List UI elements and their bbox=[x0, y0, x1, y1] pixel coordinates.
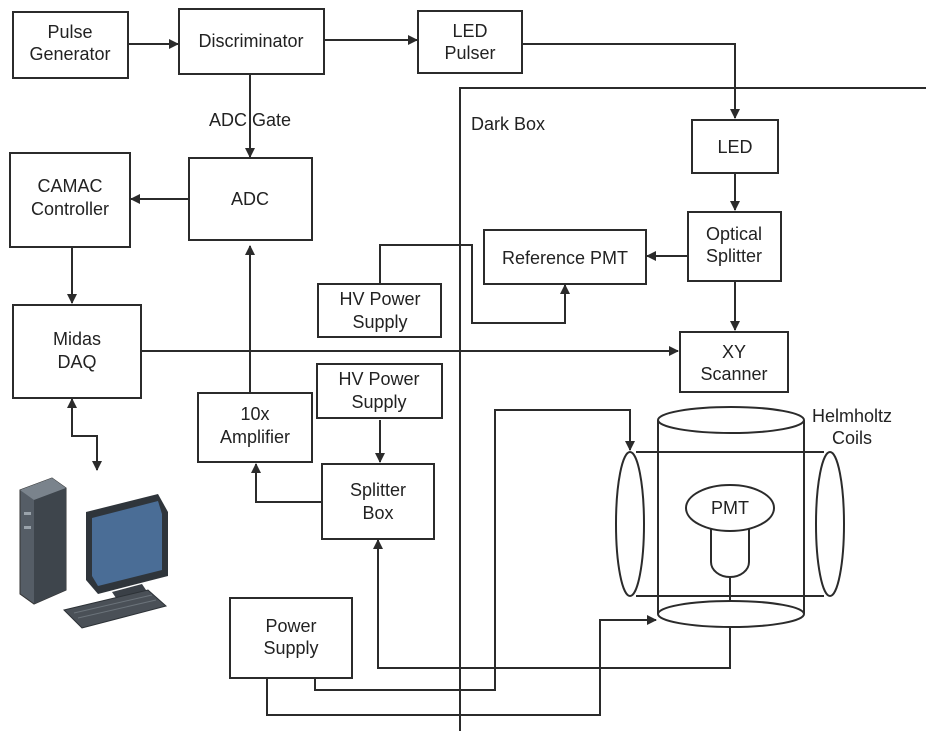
hv-power-supply-top-label-1: HV Power bbox=[339, 289, 420, 309]
dark-box-boundary bbox=[459, 87, 926, 731]
adc-box: ADC bbox=[188, 157, 313, 241]
xy-scanner-label-2: Scanner bbox=[700, 364, 767, 384]
dark-box-label: Dark Box bbox=[471, 114, 545, 134]
splitter-box-label-2: Box bbox=[362, 503, 393, 523]
discriminator-label: Discriminator bbox=[198, 31, 303, 51]
splitter-box-label-1: Splitter bbox=[350, 480, 406, 500]
adc-gate-label: ADC Gate bbox=[209, 110, 291, 130]
pmt-label: PMT bbox=[711, 498, 749, 518]
midas-daq-label-1: Midas bbox=[53, 329, 101, 349]
helmholtz-coils bbox=[615, 406, 845, 628]
optical-splitter-label-2: Splitter bbox=[706, 246, 762, 266]
camac-controller-label-1: CAMAC bbox=[37, 176, 102, 196]
pmt-device: PMT bbox=[685, 484, 775, 578]
hv-power-supply-mid-label-2: Supply bbox=[351, 392, 406, 412]
helmholtz-coils-label-1: Helmholtz bbox=[812, 406, 892, 426]
power-supply-label-1: Power bbox=[265, 616, 316, 636]
led-label: LED bbox=[717, 137, 752, 157]
reference-pmt-box: Reference PMT bbox=[483, 229, 647, 285]
power-supply-label-2: Supply bbox=[263, 638, 318, 658]
camac-controller-box: CAMAC Controller bbox=[9, 152, 131, 248]
optical-splitter-label-1: Optical bbox=[706, 224, 762, 244]
led-pulser-label-1: LED bbox=[452, 21, 487, 41]
connections bbox=[67, 35, 740, 716]
led-box: LED bbox=[691, 119, 779, 174]
helmholtz-coils-label-2: Coils bbox=[832, 428, 872, 448]
amplifier-label-1: 10x bbox=[240, 404, 269, 424]
reference-pmt-label: Reference PMT bbox=[502, 248, 628, 268]
adc-label: ADC bbox=[231, 189, 269, 209]
desktop-computer-icon bbox=[19, 477, 168, 629]
camac-controller-label-2: Controller bbox=[31, 199, 109, 219]
discriminator-box: Discriminator bbox=[178, 8, 325, 75]
hv-power-supply-mid-label-1: HV Power bbox=[338, 369, 419, 389]
pulse-generator-label-2: Generator bbox=[29, 44, 110, 64]
pulse-generator-label-1: Pulse bbox=[47, 22, 92, 42]
hv-power-supply-top-label-2: Supply bbox=[352, 312, 407, 332]
amplifier-label-2: Amplifier bbox=[220, 427, 290, 447]
xy-scanner-label-1: XY bbox=[722, 342, 746, 362]
midas-daq-label-2: DAQ bbox=[57, 352, 96, 372]
led-pulser-label-2: Pulser bbox=[444, 43, 495, 63]
